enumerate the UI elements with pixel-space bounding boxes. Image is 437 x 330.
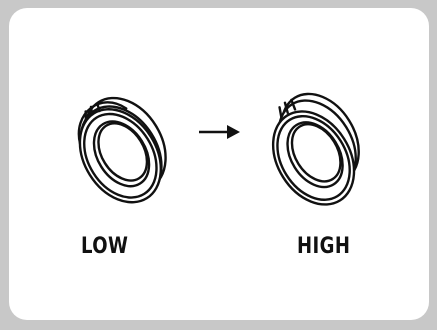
low-label: LOW — [81, 234, 128, 259]
diagram-canvas — [9, 8, 429, 320]
diagram-card: LOW HIGH — [9, 8, 429, 320]
eyecup-low-icon — [60, 83, 186, 217]
high-label: HIGH — [297, 234, 350, 259]
eyecup-high-icon — [250, 79, 382, 220]
right-arrow-icon — [199, 125, 240, 139]
